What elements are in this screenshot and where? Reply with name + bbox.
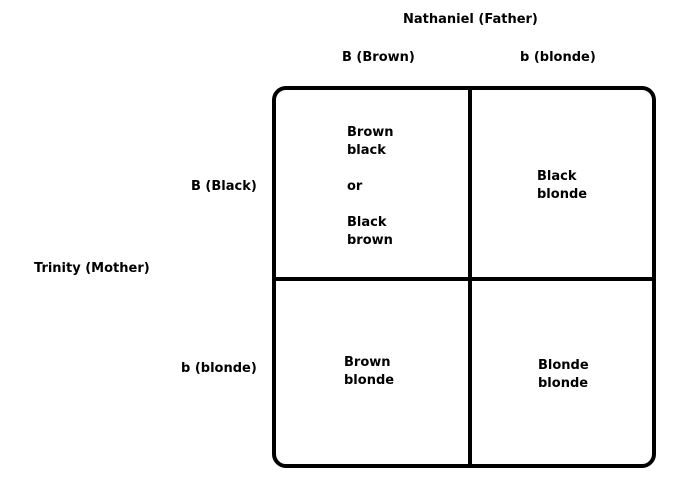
cell-text-line: Brown — [344, 355, 391, 370]
punnett-square-grid — [272, 86, 656, 468]
father-allele-recessive: b (blonde) — [520, 50, 596, 65]
cell-text-line: Black — [347, 215, 387, 230]
cell-text-line: Blonde — [538, 358, 589, 373]
cell-text-line: brown — [347, 233, 393, 248]
mother-allele-recessive: b (blonde) — [181, 361, 257, 376]
cell-text-line: blonde — [344, 373, 395, 388]
cell-top-left: Brown black or Black brown — [347, 124, 394, 250]
cell-text-line: Brown — [347, 125, 394, 140]
cell-text-line: blonde — [537, 187, 588, 202]
mother-allele-dominant: B (Black) — [191, 179, 257, 194]
cell-text-line: Black — [537, 169, 577, 184]
cell-top-right: Black blonde — [537, 168, 587, 204]
cell-bottom-left: Brown blonde — [344, 354, 394, 390]
cell-connector: or — [347, 179, 363, 194]
cell-text-line: black — [347, 143, 386, 158]
cell-text-line: blonde — [538, 376, 589, 391]
father-label: Nathaniel (Father) — [403, 12, 538, 27]
mother-label: Trinity (Mother) — [34, 261, 150, 276]
grid-horizontal-divider — [276, 277, 652, 281]
father-allele-dominant: B (Brown) — [342, 50, 415, 65]
cell-bottom-right: Blonde blonde — [538, 357, 589, 393]
